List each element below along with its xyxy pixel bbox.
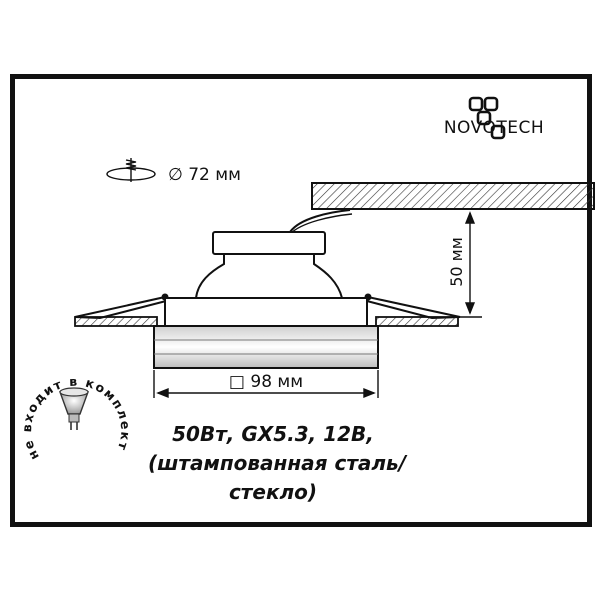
fixture-body — [164, 297, 368, 327]
power-cable — [289, 209, 351, 233]
logo-text: NOVOTECH — [444, 118, 544, 138]
reflector-dome — [194, 253, 344, 299]
ceiling-panel — [311, 182, 595, 210]
mounting-spring-icon — [106, 158, 156, 182]
height-dimension — [460, 211, 482, 318]
spec-line-2: (штампованная сталь/ — [148, 451, 407, 475]
width-dimension — [153, 370, 379, 399]
spec-line-1: 50Вт, GX5.3, 12В, — [172, 422, 374, 446]
glass-frame — [153, 325, 379, 369]
ceiling-cut-left — [74, 316, 158, 327]
width-label: □ 98 мм — [229, 372, 303, 392]
height-label: 50 мм — [447, 237, 466, 287]
housing-cap — [212, 231, 326, 255]
spec-block: 50Вт, GX5.3, 12В, (штампованная сталь/ с… — [148, 420, 407, 507]
brand-logo: NOVOTECH — [444, 96, 544, 140]
logo-mark-icon — [468, 96, 506, 140]
diagram-frame — [10, 74, 592, 527]
cutout-diameter-label: ∅ 72 мм — [168, 165, 241, 185]
ceiling-cut-right — [375, 316, 459, 327]
lamp-not-included-badge: не входит в комплект — [19, 374, 132, 463]
mr16-lamp-icon — [59, 387, 89, 430]
spec-line-3: стекло) — [228, 480, 318, 504]
